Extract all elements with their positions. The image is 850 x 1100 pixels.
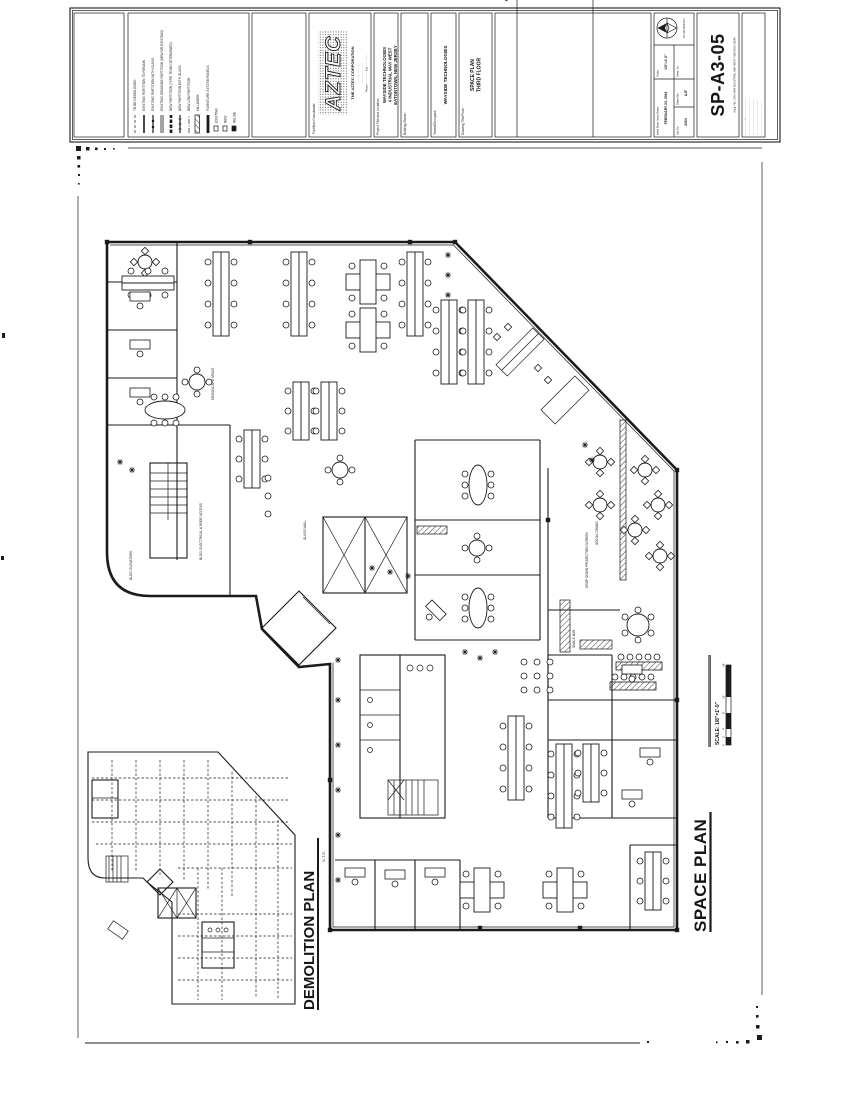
consultant-addr: ········ ··· ······ ·····: [362, 62, 365, 83]
drawing-file-line: Drwg. File: DISK #204 INDUSTRIAL WAY WES…: [734, 37, 737, 113]
demolition-plan-drawing: DEMOLITION PLAN N.T.S.: [87, 751, 326, 1010]
drwg-no-label: Drwg. No.: [676, 65, 680, 77]
revision-delta-icon: [499, 0, 508, 2]
space-plan-drawing: SOCIAL DINING GLASS WALL BLDG. ELEVATORS…: [104, 239, 732, 933]
disclaimer-line: ······ ·· ······· ···· ··· ···· ·· ·····…: [761, 102, 763, 135]
graphic-scale-bar: 0 2' 4' 8' 16' 24': [722, 663, 732, 746]
consultant-addr: ··· ········ ····· ·······: [358, 62, 361, 84]
sheet-border: [1, 146, 763, 1044]
consultant-addr: Phone ····· ···-···· Fax ····· ···-····: [365, 54, 369, 92]
legend-item: NEW: [224, 116, 228, 123]
legend-item: REUSE: [233, 112, 237, 123]
project-box: Project Title and Location: WAYSIDE TECH…: [376, 45, 398, 135]
disclaimer-line: ··· ·· ··· ·· ········ ·· ··· ····· ····…: [757, 99, 759, 135]
scale-tick: 24': [722, 663, 726, 667]
title-block: TO BE DEMOLISHED EXISTING PARTITION TO R…: [69, 0, 781, 143]
drawing-title-box: Drawing Title/Floor: SPACE PLAN THIRD FL…: [461, 58, 483, 135]
disclaimer-line: ···· ······· ··· ··· •····· ····· ·· ···…: [745, 96, 747, 135]
room-label-glass-wall: GLASS WALL: [303, 520, 307, 540]
scale-value: 1/8"=1'-0": [664, 54, 668, 70]
legend-item: NEW LOW PARTITION: [187, 77, 191, 111]
disclaimer-line: ······· ······· ········ ·· ··· ····· ··…: [753, 98, 755, 135]
legend-item: EXISTING: [215, 108, 219, 123]
drawn-label: Drawn By:: [676, 93, 680, 105]
legend-box: TO BE DEMOLISHED EXISTING PARTITION TO R…: [133, 30, 237, 134]
demolition-plan-scale-note: N.T.S.: [321, 851, 326, 862]
owner-box: Building Owner:: [403, 112, 407, 135]
issue-value: FEBRUARY 23, 2004: [664, 91, 668, 124]
legend-labels: TO BE DEMOLISHED EXISTING PARTITION TO R…: [133, 30, 236, 123]
project-line: WAYSIDE TECHNOLOGIES: [382, 47, 387, 103]
tenant-box: Tenant/Occupant: WAYSIDE TECHNOLOGIES: [433, 46, 448, 135]
legend-item: NEW PARTITION (TYPE TO BE DETERMINED): [169, 42, 173, 111]
drawing-title-line: SPACE PLAN: [470, 59, 476, 91]
consultant-org: THE AZTEC CORPORATION: [350, 46, 355, 99]
legend-item: EXISTING PARTITION TO REMAIN: [142, 59, 146, 111]
sheet-number-box: SP-A3-05 Drwg. File: DISK #204 INDUSTRIA…: [708, 33, 737, 116]
legend-item: TO BE DEMOLISHED: [133, 79, 137, 111]
project-line: EATONTOWN, NEW JERSEY: [393, 45, 398, 105]
disclaimer-line: ··· ····· ··········· ··· ··· ··· ·· ···…: [749, 98, 751, 135]
scale-tick: 2': [722, 735, 726, 738]
scale-label: Scale:: [656, 70, 660, 77]
drawn-value: AJF: [684, 90, 688, 96]
disclaimer-box: ···· ······· ··· ··· •····· ····· ·· ···…: [745, 96, 763, 135]
space-plan-title: SPACE PLAN: [691, 819, 710, 932]
room-label-projection: DROP DOWN PROJECTION SCREEN: [585, 532, 589, 588]
tenant-label: Tenant/Occupant:: [433, 110, 437, 135]
aztec-logo-halftone: [318, 31, 348, 115]
sheet-number: SP-A3-05: [708, 33, 728, 116]
consultant-section-label: Facilities Consultants:: [312, 103, 316, 134]
tenant-value: WAYSIDE TECHNOLOGIES: [443, 46, 448, 105]
demolition-plan-title-block: DEMOLITION PLAN N.T.S.: [301, 838, 326, 1010]
scale-tick: 8': [722, 711, 726, 714]
furniture-layer: [122, 247, 675, 912]
job-value: 2404: [684, 118, 688, 126]
revision-table: No. Revision Date: [499, 0, 594, 137]
scale-tick: 4': [722, 727, 726, 730]
consultant-box: Facilities Consultants: AZTEC THE AZTEC …: [312, 31, 369, 134]
room-labels: SOCIAL DINING GLASS WALL BLDG. ELEVATORS…: [129, 368, 599, 648]
legend-item: EXISTING DEMISING PARTITION (NEW OR EXIS…: [160, 30, 164, 111]
title-block-empty-box-1: [73, 12, 125, 138]
north-arrow-icon: [656, 17, 678, 39]
legend-item: FURNITURE SYSTEM PANELS: [206, 65, 210, 111]
room-label-snack: SNACK BAR: [572, 629, 576, 648]
drawing-title-label: Drawing Title/Floor:: [461, 107, 465, 135]
owner-label: Building Owner:: [403, 112, 407, 135]
job-label: Job No.:: [676, 125, 680, 135]
legend-item: MILLWORK: [196, 93, 200, 111]
aztec-logo: AZTEC: [322, 36, 345, 112]
legend-item: NEW PARTITION WITH GLASS: [178, 65, 182, 111]
title-block-empty-box-2: [251, 12, 307, 138]
scale-tick: 16': [722, 695, 726, 699]
plan-north-label: PLAN NORTH: [682, 18, 686, 37]
space-plan-title-block: SPACE PLAN: [691, 812, 712, 932]
corner-dots: [1, 146, 762, 1044]
project-label: Project Title and Location:: [376, 98, 380, 135]
room-label-mediascape: MEDIASCAPE SPACE: [211, 368, 215, 400]
scale-label: SCALE: 1/8"=1'-0": [715, 701, 721, 745]
column-markers: [104, 239, 680, 933]
scale-bar-block: SCALE: 1/8"=1'-0" 0 2' 4' 8' 16' 24': [708, 655, 732, 747]
drawing-title-line: THIRD FLOOR: [477, 58, 483, 93]
legend-item: EXISTING PARTITION WITH GLASS: [151, 58, 155, 111]
drawing-info-box: Initial Drwg. Issue Dates: FEBRUARY 23, …: [654, 17, 694, 137]
room-label-roof-access: BLDG. ELECTRICAL & ROOF ACCESS: [199, 503, 203, 560]
room-label-social-dining: SOCIAL DINING: [595, 521, 599, 545]
scale-tick: 0: [722, 744, 726, 746]
project-line: 4 INDUSTRIAL WAY WEST: [388, 47, 393, 102]
issue-label: Initial Drwg. Issue Dates:: [656, 106, 660, 135]
room-label-bldg-elevators: BLDG. ELEVATORS: [129, 551, 133, 580]
demolition-plan-title: DEMOLITION PLAN: [301, 871, 318, 1010]
